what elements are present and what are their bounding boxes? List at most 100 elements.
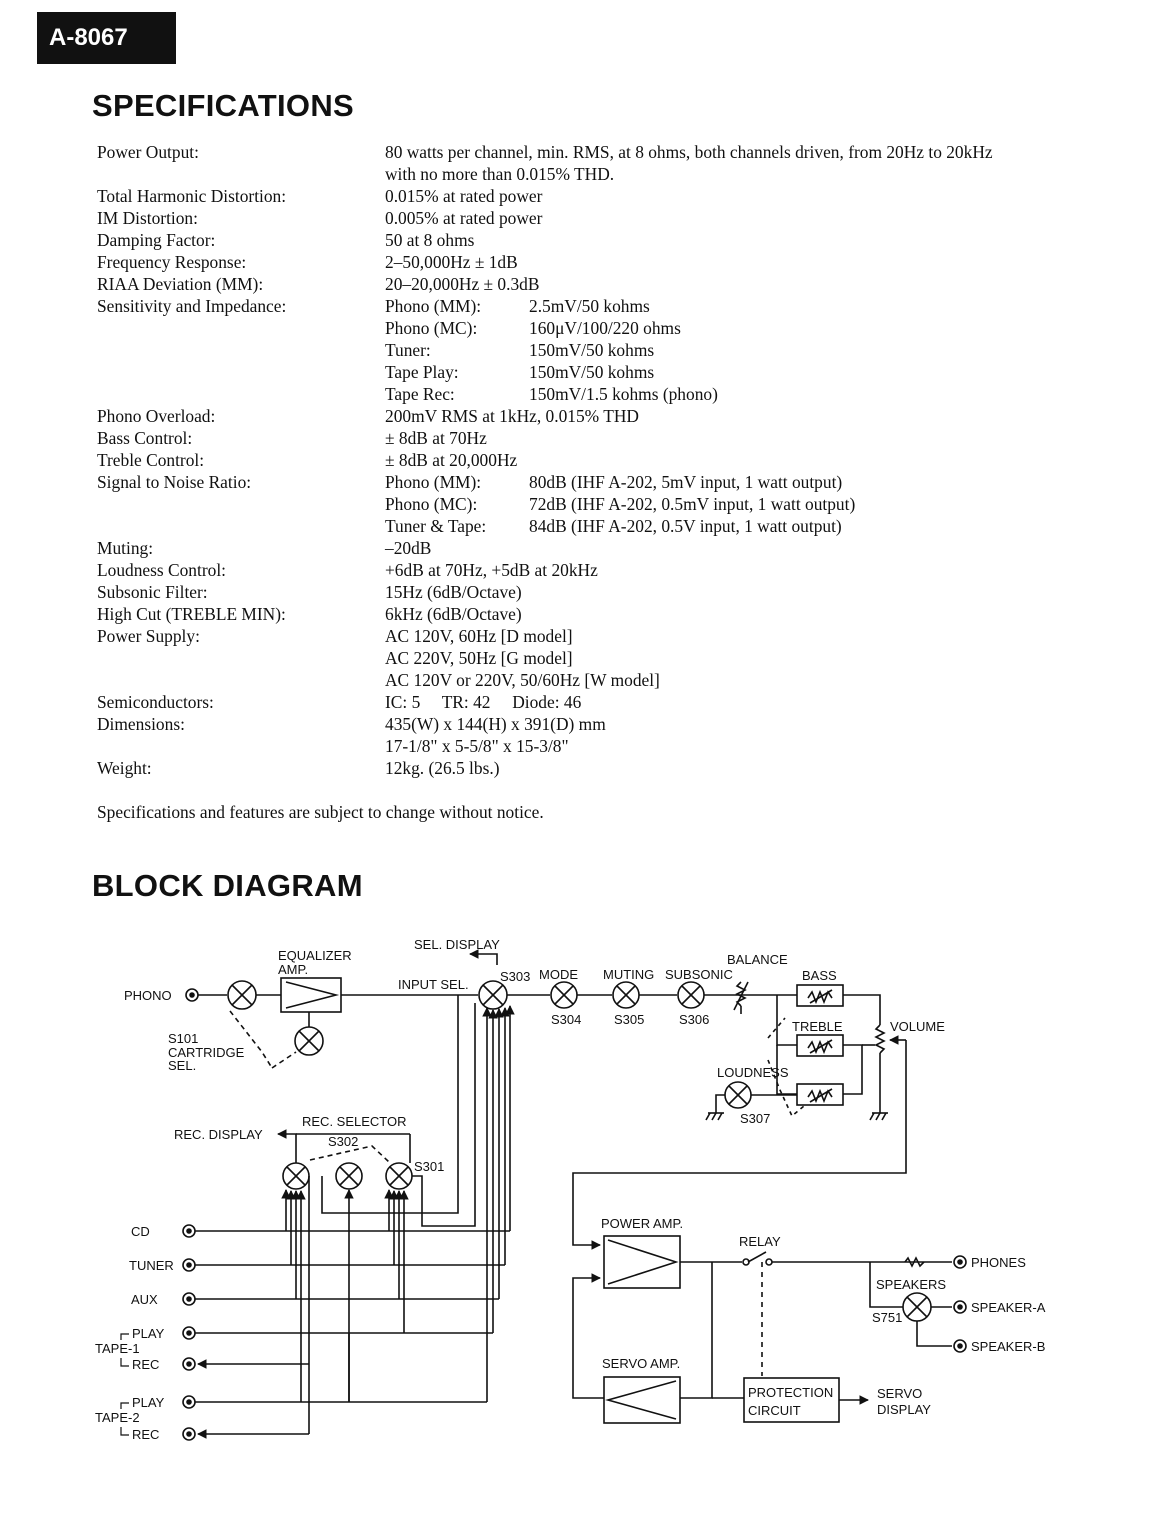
- spec-row: Damping Factor: 50 at 8 ohms: [97, 229, 1107, 251]
- spec-label: Treble Control:: [97, 450, 205, 470]
- spec-value: 0.015% at rated power: [385, 186, 543, 206]
- spec-value-line: 2–50,000Hz ± 1dB: [385, 251, 1107, 273]
- equalizer-amp-block: [280, 977, 342, 1013]
- spec-value-line: Phono (MM):2.5mV/50 kohms: [385, 295, 1107, 317]
- specifications-note: Specifications and features are subject …: [97, 802, 544, 822]
- spec-value: AC 120V or 220V, 50/60Hz [W model]: [385, 670, 660, 690]
- spec-value-line: Tuner & Tape:84dB (IHF A-202, 0.5V input…: [385, 515, 1107, 537]
- spec-value: +6dB at 70Hz, +5dB at 20kHz: [385, 560, 598, 580]
- spec-values: 200mV RMS at 1kHz, 0.015% THD: [385, 405, 1107, 427]
- spec-value: 12kg. (26.5 lbs.): [385, 758, 500, 778]
- spec-sub-label: Tuner:: [385, 340, 431, 360]
- tape2-label: TAPE-2: [95, 1410, 140, 1425]
- spec-value-line: 435(W) x 144(H) x 391(D) mm: [385, 713, 1107, 735]
- cd-label: CD: [131, 1224, 150, 1239]
- spec-sub-label: Phono (MC):: [385, 494, 478, 514]
- spec-values: 0.005% at rated power: [385, 207, 1107, 229]
- tape1-rec-label: REC: [132, 1357, 159, 1372]
- spec-label: Subsonic Filter:: [97, 582, 208, 602]
- specifications-table: Power Output:80 watts per channel, min. …: [97, 141, 1107, 779]
- s751-label: S751: [872, 1310, 902, 1325]
- spec-value-line: 17-1/8" x 5-5/8" x 15-3/8": [385, 735, 1107, 757]
- rec-display-label: REC. DISPLAY: [174, 1127, 263, 1142]
- spec-label: Damping Factor:: [97, 230, 216, 250]
- spec-row: Subsonic Filter:15Hz (6dB/Octave): [97, 581, 1107, 603]
- rec-selector-switch-3-icon: [385, 1162, 413, 1190]
- spec-value-line: Tuner:150mV/50 kohms: [385, 339, 1107, 361]
- spec-values: AC 120V, 60Hz [D model]AC 220V, 50Hz [G …: [385, 625, 1107, 691]
- s306-label: S306: [679, 1012, 709, 1027]
- spec-label: RIAA Deviation (MM):: [97, 274, 264, 294]
- speaker-a-jack-icon: [953, 1300, 967, 1314]
- spec-value-line: ± 8dB at 20,000Hz: [385, 449, 1107, 471]
- speaker-b-label: SPEAKER-B: [971, 1339, 1045, 1354]
- spec-row: Semiconductors:IC: 5 TR: 42 Diode: 46: [97, 691, 1107, 713]
- bass-label: BASS: [802, 968, 837, 983]
- servo-amp-label: SERVO AMP.: [602, 1356, 680, 1371]
- spec-row: Power Output:80 watts per channel, min. …: [97, 141, 1107, 185]
- spec-row: Sensitivity and Impedance: Phono (MM):2.5…: [97, 295, 1107, 405]
- spec-value-line: ± 8dB at 70Hz: [385, 427, 1107, 449]
- spec-values: 80 watts per channel, min. RMS, at 8 ohm…: [385, 141, 1107, 185]
- spec-value-line: IC: 5 TR: 42 Diode: 46: [385, 691, 1107, 713]
- s101-label: S101: [168, 1031, 198, 1046]
- spec-value-line: 12kg. (26.5 lbs.): [385, 757, 1107, 779]
- spec-sub-label: Tape Rec:: [385, 384, 455, 404]
- spec-values: Phono (MM):80dB (IHF A-202, 5mV input, 1…: [385, 471, 1107, 537]
- cartridge-label: CARTRIDGE: [168, 1045, 245, 1060]
- spec-row: Weight:12kg. (26.5 lbs.): [97, 757, 1107, 779]
- spec-row: Loudness Control:+6dB at 70Hz, +5dB at 2…: [97, 559, 1107, 581]
- s307-label: S307: [740, 1111, 770, 1126]
- s301-label: S301: [414, 1159, 444, 1174]
- spec-row: RIAA Deviation (MM): 20–20,000Hz ± 0.3dB: [97, 273, 1107, 295]
- tape2-rec-label: REC: [132, 1427, 159, 1442]
- relay-label: RELAY: [739, 1234, 781, 1249]
- cartridge-sel-label: SEL.: [168, 1058, 196, 1073]
- speaker-selector-icon: [902, 1292, 932, 1322]
- spec-row: Treble Control: ± 8dB at 20,000Hz: [97, 449, 1107, 471]
- block-diagram-title: BLOCK DIAGRAM: [92, 868, 363, 903]
- spec-sub-label: Tuner & Tape:: [385, 516, 487, 536]
- spec-value: AC 220V, 50Hz [G model]: [385, 648, 573, 668]
- spec-row: High Cut (TREBLE MIN):6kHz (6dB/Octave): [97, 603, 1107, 625]
- spec-values: ± 8dB at 20,000Hz: [385, 449, 1107, 471]
- s304-label: S304: [551, 1012, 581, 1027]
- spec-values: +6dB at 70Hz, +5dB at 20kHz: [385, 559, 1107, 581]
- spec-label: Muting:: [97, 538, 154, 558]
- tape1-label: TAPE-1: [95, 1341, 140, 1356]
- muting-label: MUTING: [603, 967, 654, 982]
- tuner-label: TUNER: [129, 1258, 174, 1273]
- loudness-label: LOUDNESS: [717, 1065, 789, 1080]
- spec-value: 20–20,000Hz ± 0.3dB: [385, 274, 540, 294]
- spec-value: 160μV/100/220 ohms: [529, 318, 681, 338]
- spec-value-line: 0.015% at rated power: [385, 185, 1107, 207]
- phones-label: PHONES: [971, 1255, 1026, 1270]
- phono-jack-icon: [185, 988, 199, 1002]
- cd-jack-icon: [182, 1224, 196, 1238]
- input-selector-icon: [478, 980, 508, 1010]
- speaker-a-label: SPEAKER-A: [971, 1300, 1046, 1315]
- aux-label: AUX: [131, 1292, 158, 1307]
- spec-label: Sensitivity and Impedance:: [97, 296, 287, 316]
- equalizer-amp-label: AMP.: [278, 962, 308, 977]
- phones-resistor-icon: [904, 1256, 925, 1268]
- spec-value-line: 50 at 8 ohms: [385, 229, 1107, 251]
- rec-selector-switch-2-icon: [335, 1162, 363, 1190]
- treble-label: TREBLE: [792, 1019, 843, 1034]
- spec-value: 150mV/1.5 kohms (phono): [529, 384, 718, 404]
- tape1-play-jack-icon: [182, 1326, 196, 1340]
- spec-values: 20–20,000Hz ± 0.3dB: [385, 273, 1107, 295]
- spec-values: 50 at 8 ohms: [385, 229, 1107, 251]
- phono-label: PHONO: [124, 988, 172, 1003]
- spec-value-line: Phono (MC):72dB (IHF A-202, 0.5mV input,…: [385, 493, 1107, 515]
- spec-sub-label: Phono (MM):: [385, 296, 482, 316]
- spec-value-line: 80 watts per channel, min. RMS, at 8 ohm…: [385, 141, 1107, 163]
- servo-display-label: SERVO: [877, 1386, 922, 1401]
- mc-switch-icon: [294, 1026, 324, 1056]
- loudness-switch-icon: [724, 1081, 752, 1109]
- spec-values: IC: 5 TR: 42 Diode: 46: [385, 691, 1107, 713]
- spec-values: 2–50,000Hz ± 1dB: [385, 251, 1107, 273]
- spec-value: 435(W) x 144(H) x 391(D) mm: [385, 714, 606, 734]
- rec-selector-switch-1-icon: [282, 1162, 310, 1190]
